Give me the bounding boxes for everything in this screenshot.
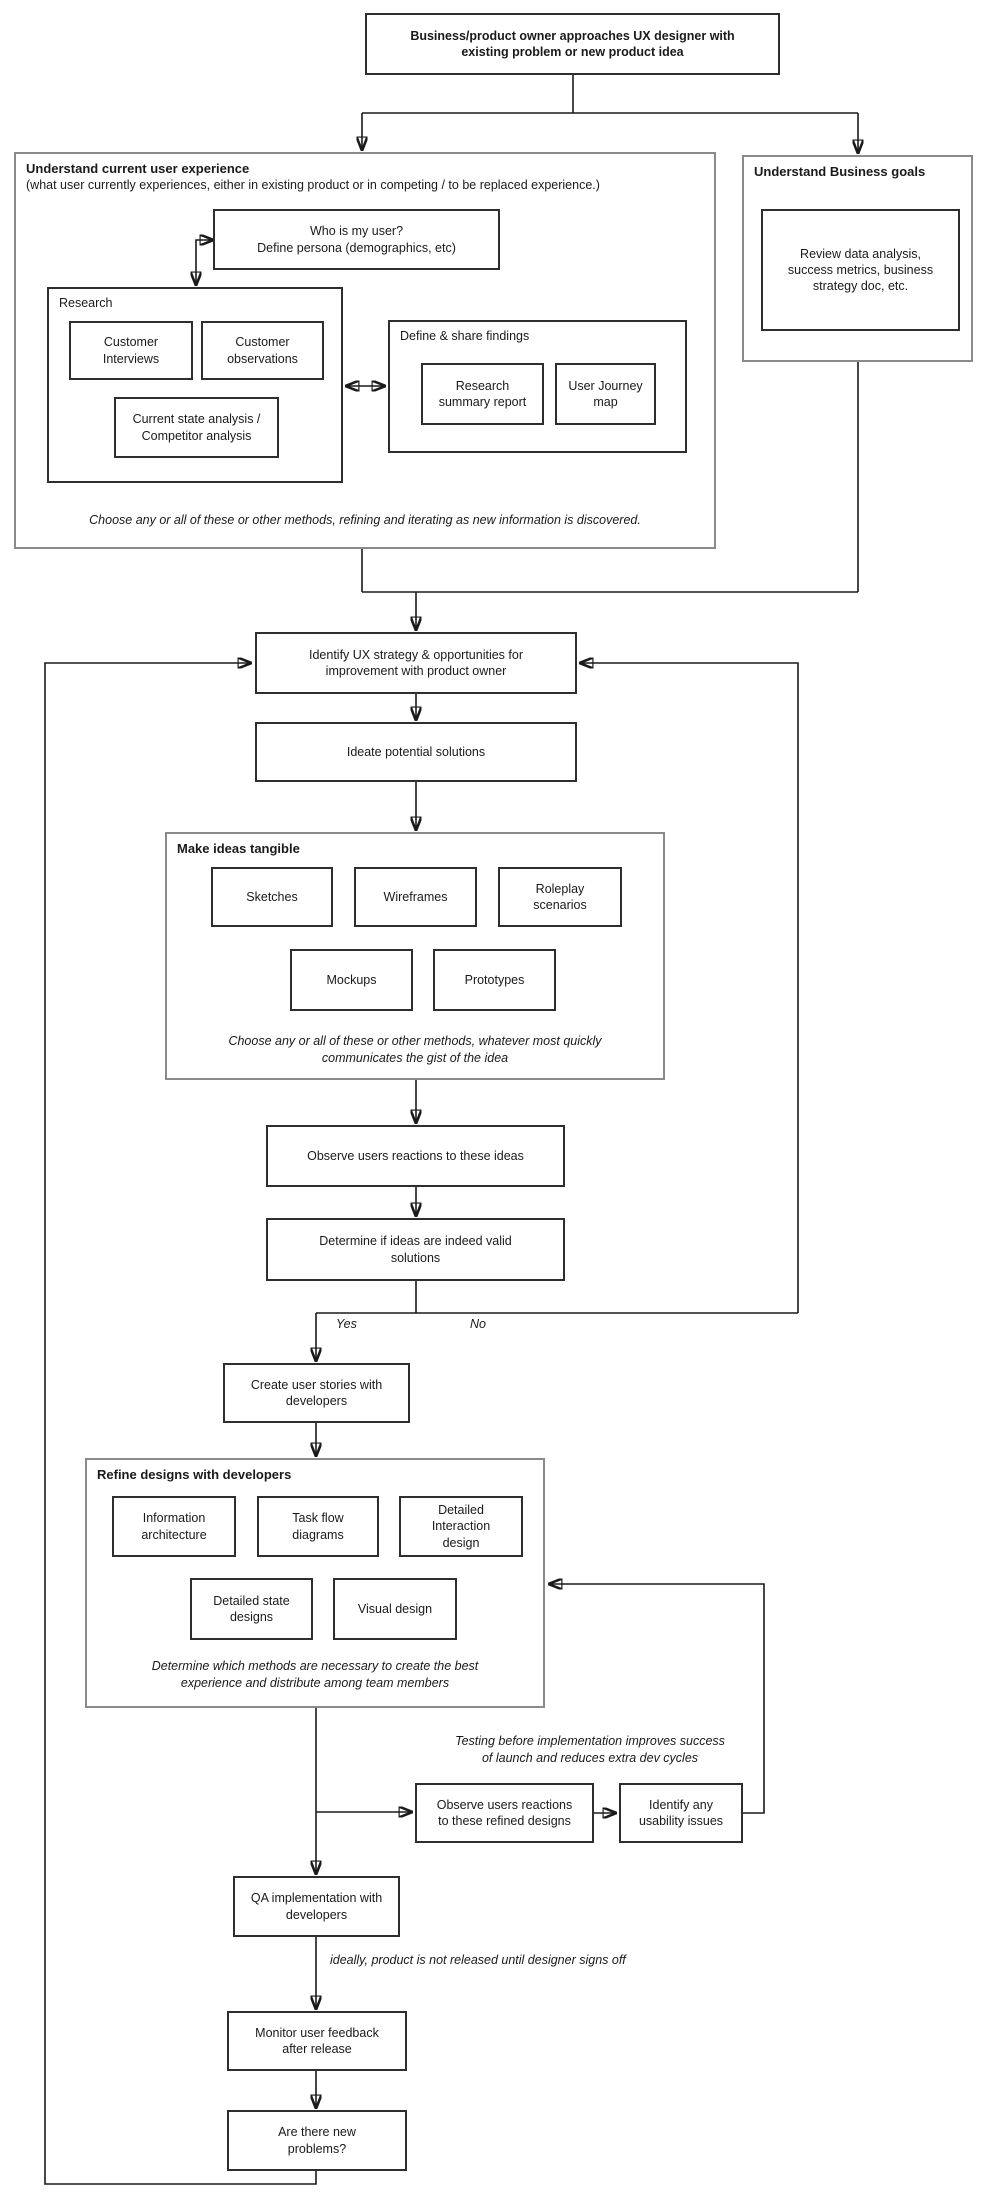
node-detailed-interaction-design: Detailed Interaction design [399,1496,523,1557]
node-detailed-state-designs: Detailed state designs [190,1578,313,1640]
node-research-summary-report: Research summary report [421,363,544,425]
node-visual-design: Visual design [333,1578,457,1640]
note-current-ux-methods: Choose any or all of these or other meth… [89,513,641,527]
node-mockups: Mockups [290,949,413,1011]
node-identify-ux-strategy: Identify UX strategy & opportunities for… [255,632,577,694]
container-refine-designs-title: Refine designs with developers [97,1467,292,1482]
node-task-flow-diagrams: Task flow diagrams [257,1496,379,1557]
node-create-user-stories: Create user stories with developers [223,1363,410,1423]
node-information-architecture: Information architecture [112,1496,236,1557]
edge-no-loop [580,663,799,1313]
node-customer-observations: Customer observations [201,321,324,380]
node-monitor-feedback: Monitor user feedback after release [227,2011,407,2071]
edge-who-research [196,240,213,285]
node-determine-valid-solutions: Determine if ideas are indeed valid solu… [266,1218,565,1281]
node-observe-refined-designs: Observe users reactions to these refined… [415,1783,594,1843]
edge-start-split [362,75,858,114]
edge-decision-junction [316,1281,798,1314]
node-current-state-analysis: Current state analysis / Competitor anal… [114,397,279,458]
edge-label-no: No [470,1317,486,1331]
node-user-journey-map: User Journey map [555,363,656,425]
node-identify-usability-issues: Identify any usability issues [619,1783,743,1843]
group-define-share-findings-label: Define & share findings [400,329,530,343]
node-observe-users-ideas: Observe users reactions to these ideas [266,1125,565,1187]
container-understand-current-ux-subtitle: (what user currently experiences, either… [26,178,600,192]
container-understand-business-goals-title: Understand Business goals [754,164,926,179]
node-sketches: Sketches [211,867,333,927]
note-release-signoff: ideally, product is not released until d… [330,1953,626,1967]
edge-label-yes: Yes [336,1317,357,1331]
note-refine-methods: Determine which methods are necessary to… [151,1659,479,1690]
note-testing-before-implementation: Testing before implementation improves s… [455,1734,725,1765]
edge-usability-loop [549,1584,765,1814]
group-research-label: Research [59,296,113,310]
node-qa-implementation: QA implementation with developers [233,1876,400,1937]
node-ideate-solutions: Ideate potential solutions [255,722,577,782]
edge-merge-to-identify [361,362,859,593]
node-prototypes: Prototypes [433,949,556,1011]
node-start: Business/product owner approaches UX des… [365,13,780,75]
node-wireframes: Wireframes [354,867,477,927]
node-who-is-my-user: Who is my user? Define persona (demograp… [213,209,500,270]
container-understand-current-ux-title: Understand current user experience [26,161,250,176]
node-customer-interviews: Customer Interviews [69,321,193,380]
node-review-data-analysis: Review data analysis, success metrics, b… [761,209,960,331]
node-new-problems: Are there new problems? [227,2110,407,2171]
edge-restart-loop [44,663,317,2185]
container-make-ideas-tangible-title: Make ideas tangible [177,841,300,856]
note-make-tangible-methods: Choose any or all of these or other meth… [228,1034,602,1065]
node-roleplay-scenarios: Roleplay scenarios [498,867,622,927]
